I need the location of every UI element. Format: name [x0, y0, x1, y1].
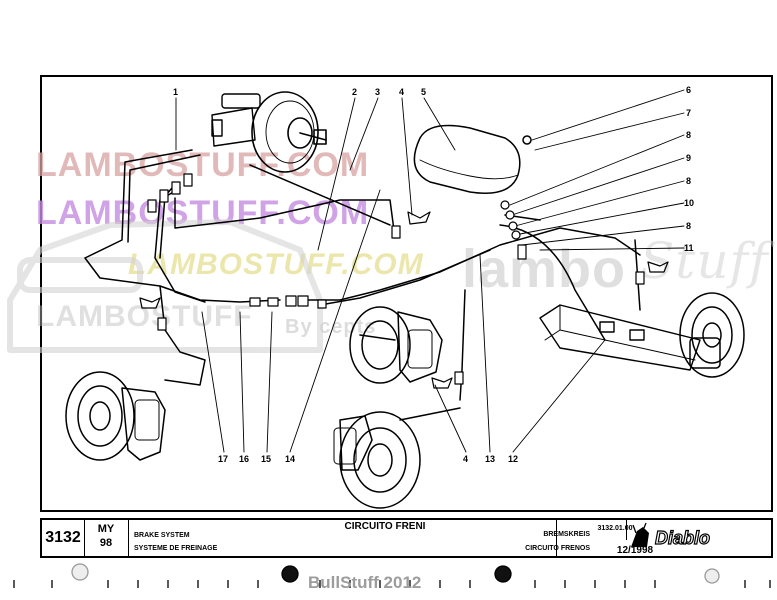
title-divider [626, 520, 627, 540]
callout-7: 7 [686, 108, 692, 118]
pipe-fittings [147, 173, 645, 385]
callout-8-third: 8 [686, 221, 692, 231]
front-left-disc [65, 371, 166, 461]
callout-5: 5 [421, 87, 427, 97]
model-year: MY 98 [86, 522, 126, 550]
rear-right-disc [679, 292, 745, 378]
title-divider [128, 520, 129, 556]
title-divider [84, 520, 85, 556]
rear-brake-module [539, 304, 701, 371]
watermark-stuff: Stuff [640, 232, 769, 290]
title-english: BRAKE SYSTEM [134, 532, 190, 539]
callout-15: 15 [261, 454, 272, 464]
watermark-by-concepts: By cepts [285, 316, 377, 338]
callout-13: 13 [485, 454, 496, 464]
callout-8-first: 8 [686, 130, 692, 140]
title-block: 3132 MY 98 BRAKE SYSTEM SYSTEME DE FREIN… [40, 518, 773, 558]
fluid-reservoir [413, 124, 532, 194]
callout-1: 1 [173, 87, 179, 97]
model-year-value: 98 [99, 537, 113, 549]
drawing-code: 3132.01.00 [597, 525, 633, 532]
callout-10: 10 [684, 198, 695, 208]
callout-9: 9 [686, 153, 692, 163]
model-year-label: MY [97, 523, 115, 535]
title-french: SYSTEME DE FREINAGE [134, 545, 218, 552]
title-italian: CIRCUITO FRENI [344, 521, 426, 532]
diagram-frame [40, 75, 773, 512]
callout-17: 17 [218, 454, 229, 464]
callout-4-top: 4 [399, 87, 405, 97]
leader-lines [175, 89, 685, 453]
drawing-date: 12/1998 [616, 545, 654, 556]
credit-watermark: BullStuff 2012 [308, 573, 422, 592]
callout-3: 3 [375, 87, 381, 97]
logo-wordmark: Diablo [655, 528, 710, 548]
bull-emblem-icon [631, 522, 649, 547]
brake-booster [251, 91, 327, 173]
callout-16: 16 [239, 454, 250, 464]
title-divider [556, 520, 557, 556]
title-spanish: CIRCUITO FRENOS [525, 545, 590, 552]
callout-2: 2 [352, 87, 358, 97]
diablo-logo: Diablo [631, 522, 711, 549]
master-cylinder [211, 93, 261, 147]
title-german: BREMSKREIS [543, 531, 590, 538]
watermark-lambostuff-grey: LAMBOSTUFF [36, 300, 253, 333]
brackets [139, 211, 669, 389]
watermark-lambostuff-yellow: LAMBOSTUFF.COM [128, 248, 424, 281]
car-silhouette-watermark [7, 219, 323, 353]
callout-11: 11 [684, 243, 694, 253]
callout-14: 14 [285, 454, 296, 464]
callout-12: 12 [508, 454, 519, 464]
front-right-disc [349, 306, 443, 384]
callout-6: 6 [686, 85, 692, 95]
rear-left-disc [333, 411, 421, 509]
group-number: 3132 [45, 529, 81, 546]
callout-4-bottom: 4 [463, 454, 469, 464]
binding-holes-strip [13, 563, 771, 588]
callout-8-second: 8 [686, 176, 692, 186]
